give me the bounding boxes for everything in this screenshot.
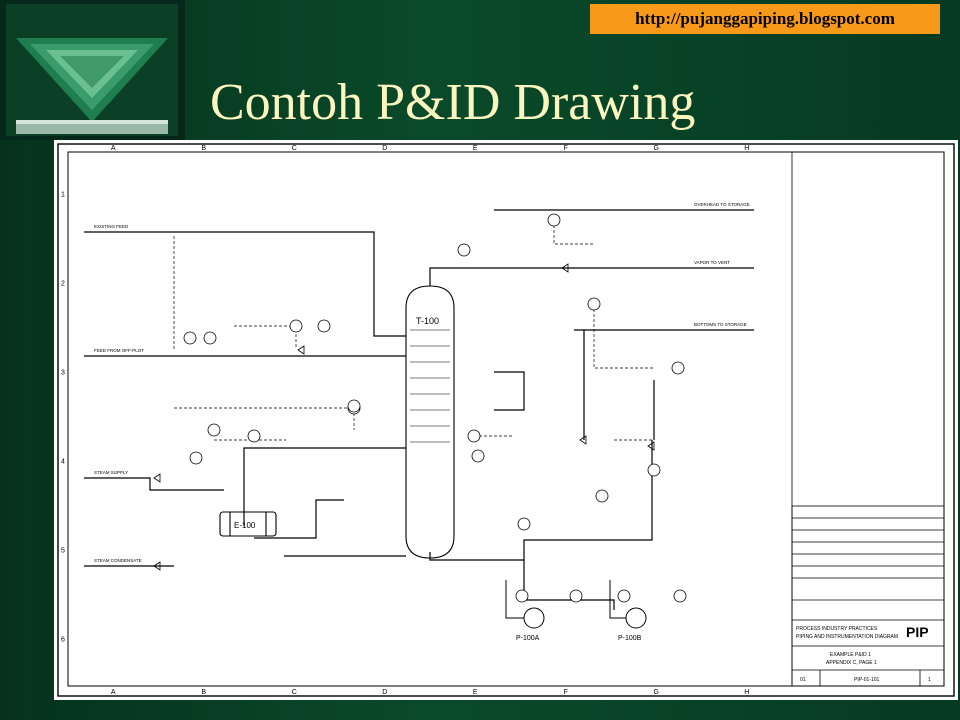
grid-column-label: G: [654, 689, 659, 696]
pid-diagram: A A B B C C D D E E F F G G H H 1 2 3 4 5 6: [57, 143, 955, 697]
grid-column-label: D: [382, 145, 387, 152]
grid-row-label: 3: [61, 370, 65, 377]
title-block-company: PIP: [906, 624, 929, 640]
pump-a-label: P-100A: [516, 635, 540, 642]
grid-row-label: 1: [61, 192, 65, 199]
drawing-number: PIP-01-101: [854, 677, 880, 683]
svg-text:OVERHEAD TO STORAGE: OVERHEAD TO STORAGE: [694, 202, 750, 207]
svg-text:BOTTOMS TO STORAGE: BOTTOMS TO STORAGE: [694, 322, 747, 327]
grid-column-label: B: [201, 145, 206, 152]
slide-title: Contoh P&ID Drawing: [210, 74, 696, 131]
grid-column-label: G: [654, 145, 659, 152]
grid-column-label: F: [564, 689, 568, 696]
pid-drawing-sheet: A A B B C C D D E E F F G G H H 1 2 3 4 5 6: [54, 140, 958, 700]
line-tags: EXISTING FEED FEED FROM OFF-PLOT STEAM S…: [94, 202, 750, 563]
pumps: [505, 580, 647, 629]
drawing-title-1: EXAMPLE P&ID 1: [830, 652, 871, 658]
source-url-banner: http://pujanggapiping.blogspot.com: [590, 4, 940, 34]
drawing-title-2: APPENDIX C, PAGE 1: [826, 660, 877, 666]
grid-row-label: 2: [61, 281, 65, 288]
title-block-line1: PROCESS INDUSTRY PRACTICES: [796, 626, 878, 632]
svg-text:VAPOR TO VENT: VAPOR TO VENT: [694, 260, 730, 265]
drawing-border: [57, 143, 955, 697]
grid-column-label: E: [473, 689, 478, 696]
source-url: http://pujanggapiping.blogspot.com: [635, 9, 895, 28]
tower-t-100: [405, 285, 455, 559]
valves: [153, 263, 655, 571]
pump-b-label: P-100B: [618, 635, 642, 642]
svg-text:EXISTING FEED: EXISTING FEED: [94, 224, 129, 229]
grid-column-label: A: [111, 689, 116, 696]
svg-text:STEAM CONDENSATE: STEAM CONDENSATE: [94, 558, 142, 563]
grid-column-label: H: [744, 689, 749, 696]
title-block: [791, 152, 945, 687]
grid-column-label: D: [382, 689, 387, 696]
grid-row-label: 4: [61, 459, 65, 466]
grid-column-label: C: [292, 145, 297, 152]
process-lines: [84, 209, 754, 610]
grid-column-label: F: [564, 145, 568, 152]
grid-column-label: C: [292, 689, 297, 696]
grid-column-label: E: [473, 145, 478, 152]
grid-labels: A A B B C C D D E E F F G G H H 1 2 3 4 5 6: [61, 145, 749, 696]
tower-label: T-100: [416, 316, 439, 326]
revision: 01: [800, 677, 806, 683]
sheet-number: 1: [928, 677, 931, 683]
grid-row-label: 5: [61, 548, 65, 555]
grid-column-label: H: [744, 145, 749, 152]
grid-row-label: 6: [61, 637, 65, 644]
svg-text:FEED FROM OFF-PLOT: FEED FROM OFF-PLOT: [94, 348, 144, 353]
grid-column-label: B: [201, 689, 206, 696]
exchanger-label: E-100: [234, 521, 256, 530]
svg-text:STEAM SUPPLY: STEAM SUPPLY: [94, 470, 128, 475]
title-block-line2: PIPING AND INSTRUMENTATION DIAGRAM: [796, 634, 898, 640]
logo-triangle: [0, 0, 185, 140]
instrument-bubbles: [183, 213, 687, 603]
exchanger-e-100: [219, 511, 277, 537]
grid-column-label: A: [111, 145, 116, 152]
